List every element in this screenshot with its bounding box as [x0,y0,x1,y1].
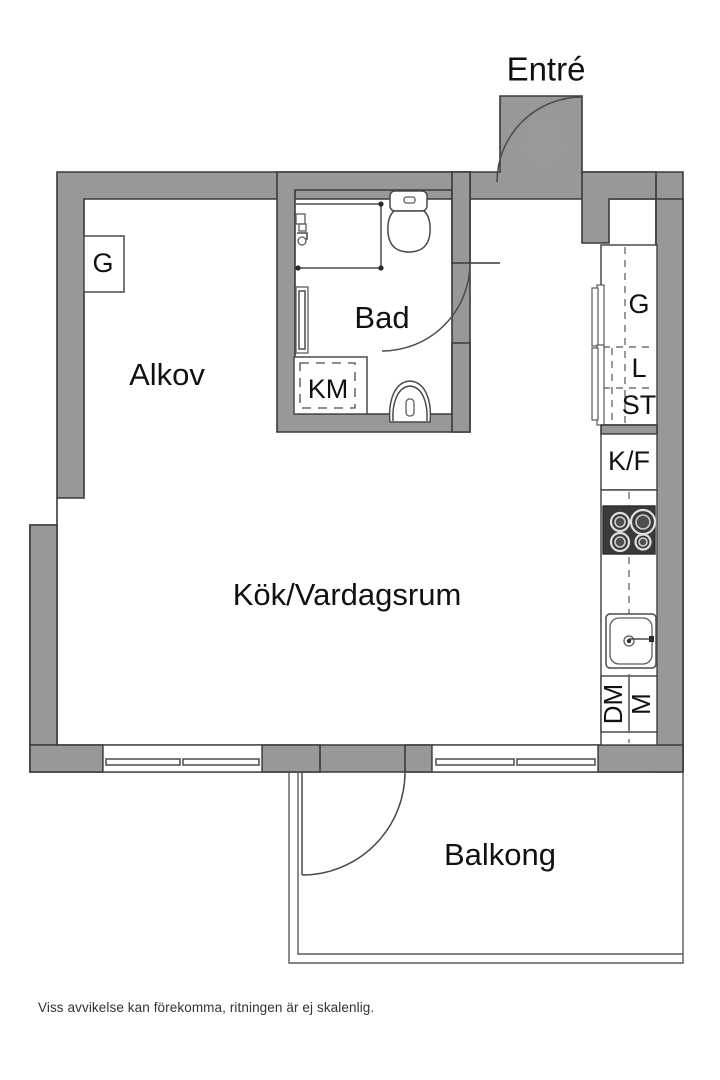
kitchen-sink-icon [605,613,657,669]
entrance-label: Entré [507,51,586,88]
bottom-wall-mid-left [261,744,321,773]
dishwasher-label: DM [598,684,628,724]
kitchen-partition-wall [655,198,684,773]
entrance-group: Entré [496,51,586,183]
micro-label: M [626,693,656,715]
kitchen-cleaning-label: ST [622,390,657,420]
wall-structure [29,95,684,773]
alkov-wardrobe-niche [83,235,125,293]
fridge-freezer-label: K/F [608,446,650,476]
cooktop-icon [602,505,657,555]
room-labels-group: Alkov Kök/Vardagsrum G [92,248,461,612]
balcony-group: Balkong [288,771,684,964]
alkov-wardrobe-label: G [92,248,113,278]
kitchen-wardrobe-label: G [628,289,649,319]
bottom-wall-right [597,744,684,773]
balcony-door-swing-icon [301,771,406,876]
room-label-balkong: Balkong [444,837,556,872]
bottom-wall-left [29,744,104,773]
balcony-outline [288,772,684,964]
bathroom-group: KM Bad [293,190,471,423]
bottom-wall-mid-right [404,744,433,773]
bathroom-radiator-icon [295,286,309,354]
window-icon-right [431,744,599,773]
window-icon-left [102,744,263,773]
fridge-freezer-unit [600,433,658,491]
kitchen-units-group: G L ST K/F [591,244,658,746]
left-wall-jog [29,524,58,746]
shower-corner-dot [295,265,301,271]
washing-machine: KM [293,356,368,415]
room-label-alkov: Alkov [129,357,205,392]
windows-group [102,744,599,773]
bathroom-door-jamb [451,342,471,433]
cabinet-door-panels [591,284,605,426]
toilet-icon [387,190,431,253]
disclaimer-text: Viss avvikelse kan förekomma, ritningen … [38,1000,375,1015]
hall-wall-stub-left [451,171,471,264]
shower-mixer-icon [295,213,308,246]
dishwasher-micro-units: DM M [598,675,658,733]
cabinet-base-band [600,424,658,435]
wash-basin-icon [388,380,432,423]
shower-corner-dot [378,265,384,271]
shower-icon [296,203,382,269]
hall-wall-right [581,171,657,244]
room-label-bad: Bad [354,300,409,335]
kitchen-tall-cabinets [600,244,658,426]
entry-arrow-icon [518,122,574,172]
shower-corner-dot [378,201,384,207]
washing-machine-label: KM [308,374,349,404]
entry-door-swing-icon [496,96,583,183]
balcony-railing-inner [297,772,683,955]
kitchen-linen-label: L [631,353,646,383]
room-label-kok-vardagsrum: Kök/Vardagsrum [233,577,462,612]
bathroom-door-swing-icon [381,262,471,352]
